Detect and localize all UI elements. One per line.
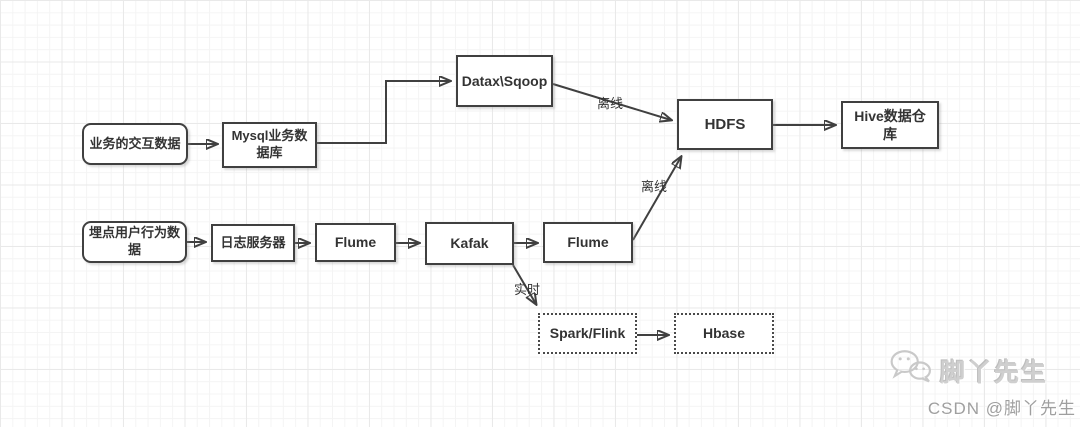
node-spark-flink: Spark/Flink (538, 313, 637, 354)
node-business-interaction-data: 业务的交互数据 (82, 123, 188, 165)
node-hive-warehouse: Hive数据仓库 (841, 101, 939, 149)
edge-flume2-to-hdfs (632, 157, 681, 241)
node-mysql-business-db: Mysql业务数据库 (222, 122, 317, 168)
node-kafak: Kafak (425, 222, 514, 265)
watermark-brand-text: 脚丫先生 (939, 358, 1048, 387)
node-log-server: 日志服务器 (211, 224, 295, 262)
node-flume-collect: Flume (315, 223, 396, 262)
watermark: 脚丫先生 CSDN @脚丫先生 (889, 349, 1076, 419)
edge-mysql-to-datax (317, 81, 450, 144)
node-user-behavior-data: 埋点用户行为数据 (82, 221, 187, 263)
node-hbase: Hbase (674, 313, 774, 354)
wechat-icon (889, 349, 933, 392)
node-flume-sink: Flume (543, 222, 633, 263)
edge-label-realtime: 实时 (514, 282, 541, 297)
watermark-brand-line: 脚丫先生 (889, 349, 1048, 392)
edge-label-offline-sqoop: 离线 (597, 96, 624, 111)
edge-label-offline-flume: 离线 (641, 179, 668, 194)
node-hdfs: HDFS (677, 99, 773, 150)
node-datax-sqoop: Datax\Sqoop (456, 55, 553, 107)
watermark-csdn-text: CSDN @脚丫先生 (927, 399, 1076, 418)
